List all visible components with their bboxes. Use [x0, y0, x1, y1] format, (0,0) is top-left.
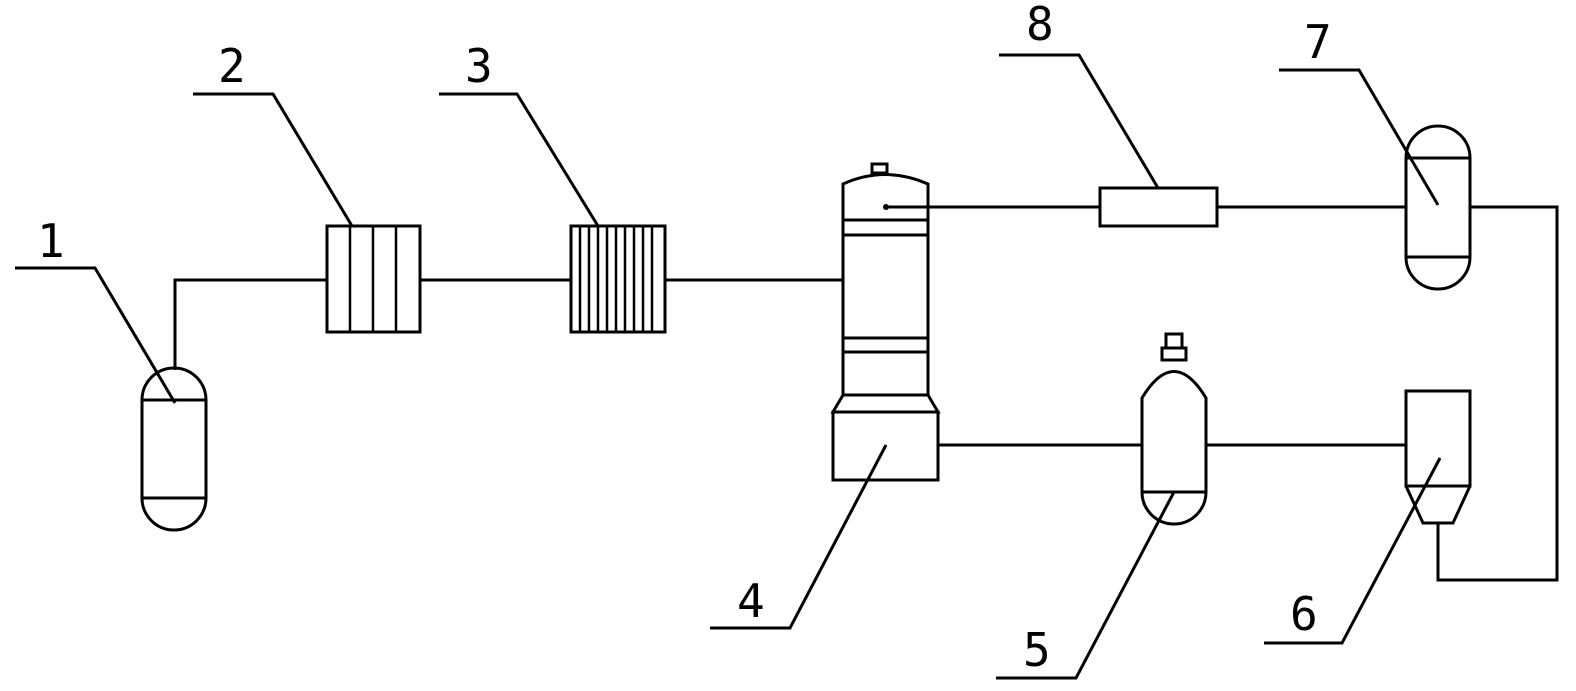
leader-4: [710, 444, 888, 630]
label-7: 7: [1304, 15, 1332, 69]
unit-8: [1098, 186, 1219, 228]
number-labels: 1 2 3 4 5 6 7 8: [37, 0, 1332, 677]
vessel-1: [140, 366, 208, 532]
leader-8: [999, 53, 1160, 189]
label-8: 8: [1026, 0, 1054, 51]
label-6: 6: [1290, 587, 1318, 641]
label-5: 5: [1023, 623, 1051, 677]
vessel-5: [1140, 332, 1208, 526]
label-3: 3: [465, 39, 493, 93]
leader-5: [996, 491, 1176, 680]
vessel-7: [1404, 124, 1472, 291]
exchanger-2: [325, 224, 422, 334]
leader-2: [193, 92, 354, 227]
label-1: 1: [37, 214, 65, 268]
leader-7: [1279, 68, 1440, 206]
leader-6: [1264, 457, 1442, 645]
leader-lines: [15, 53, 1442, 680]
pipe-1-to-2: [173, 278, 327, 370]
column-4: [830, 162, 941, 482]
leader-1: [15, 266, 177, 404]
pipe-7-to-6-return: [1436, 205, 1559, 582]
label-4: 4: [737, 574, 765, 628]
leader-3: [439, 92, 600, 227]
exchanger-3: [569, 224, 667, 334]
pipes: [173, 205, 1559, 582]
label-2: 2: [218, 39, 246, 93]
